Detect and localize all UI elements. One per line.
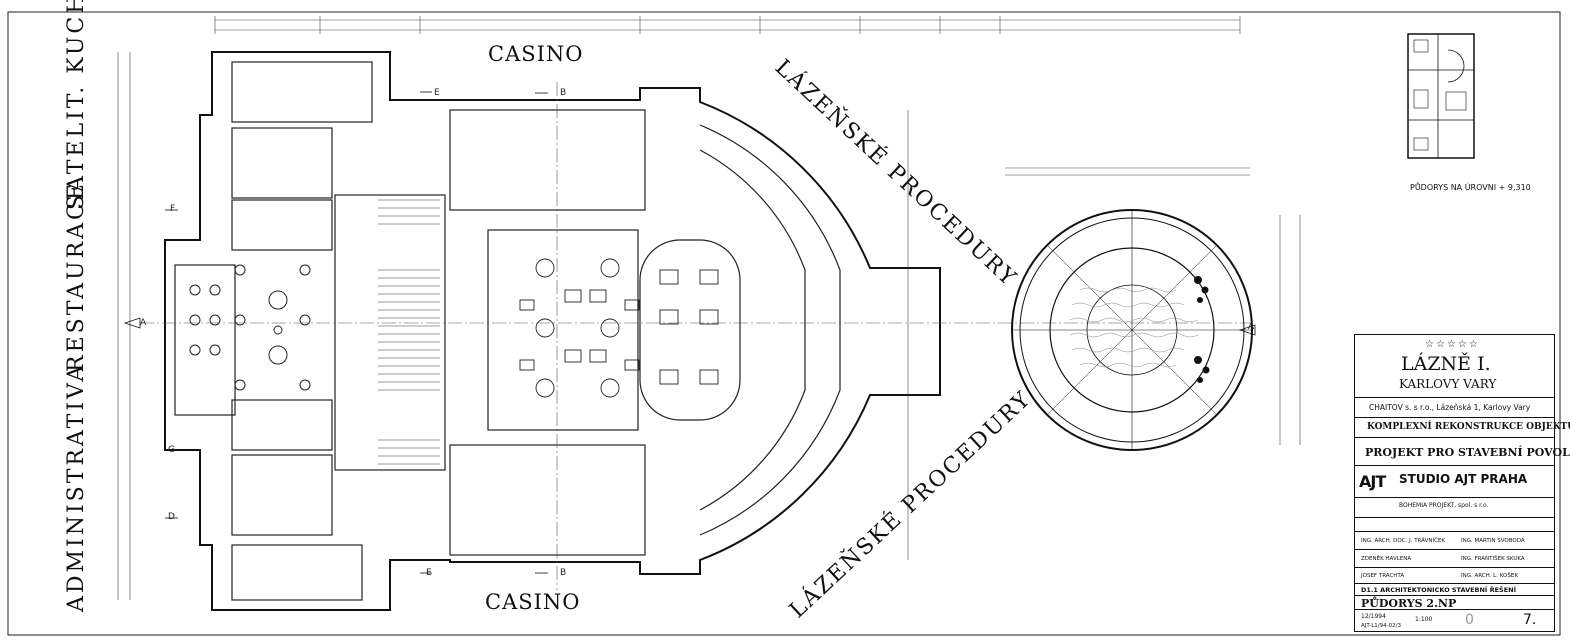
title-stars: ☆☆☆☆☆ [1425,339,1480,350]
inset-caption: PŮDORYS NA ÚROVNI + 9,310 [1410,183,1531,192]
section-g: G [168,445,175,455]
section-a-left: A [140,318,147,328]
section-a-right: A [1248,322,1255,332]
title-block: ☆☆☆☆☆ LÁZNĚ I. KARLOVY VARY CHAITOV s. s… [1354,334,1570,632]
section-b-top: B [560,88,567,98]
section-f: F [170,204,176,214]
drawing-part: D1.1 ARCHITEKTONICKO STAVEBNÍ ŘEŠENÍ [1361,586,1517,594]
section-e-top: E [434,88,440,98]
investor: CHAITOV s. s r.o., Lázeňská 1, Karlovy V… [1369,403,1531,412]
sheet-number: 7. [1523,612,1537,628]
drawing-title: PŮDORYS 2.NP [1361,597,1457,610]
label-administrativa: ADMINISTRATIVA [64,362,89,612]
section-e-bottom: E [426,568,432,578]
project-stage: PROJEKT PRO STAVEBNÍ POVOLENÍ [1365,446,1570,459]
drawing-scale: 1:100 [1415,616,1433,623]
section-b-bottom: B [560,568,567,578]
drawing-revision: 0 [1465,612,1474,628]
responsible-architect: ING. ARCH. DOC. J. TRÁVNÍČEK [1361,538,1445,544]
studio-name: STUDIO AJT PRAHA [1399,472,1528,486]
partner-name: BOHEMIA PROJEKT, spol. s r.o. [1399,502,1489,509]
technologist: JOSEF TRACHTA [1361,573,1405,579]
section-d: D [168,512,175,522]
architect: ING. ARCH. L. KOŠEK [1461,573,1518,579]
title-line-1: LÁZNĚ I. [1401,353,1491,375]
drawing-date: 12/1994 [1361,613,1386,620]
studio-logo: AJT [1359,472,1386,491]
label-casino-top: CASINO [488,42,584,66]
label-satelit-kuch: SATELIT. KUCH. [64,0,89,210]
project-name: KOMPLEXNÍ REKONSTRUKCE OBJEKTU [1367,422,1570,432]
archive-number: AJT-L1/94-02/3 [1361,623,1401,629]
designer: ZDENĚK HAVLENA [1361,556,1412,562]
checker: ING. FRANTIŠEK SKUKA [1461,556,1525,562]
label-casino-bottom: CASINO [485,590,581,614]
chief-engineer: ING. MARTIN SVOBODA [1461,538,1525,544]
title-line-2: KARLOVY VARY [1399,377,1497,391]
